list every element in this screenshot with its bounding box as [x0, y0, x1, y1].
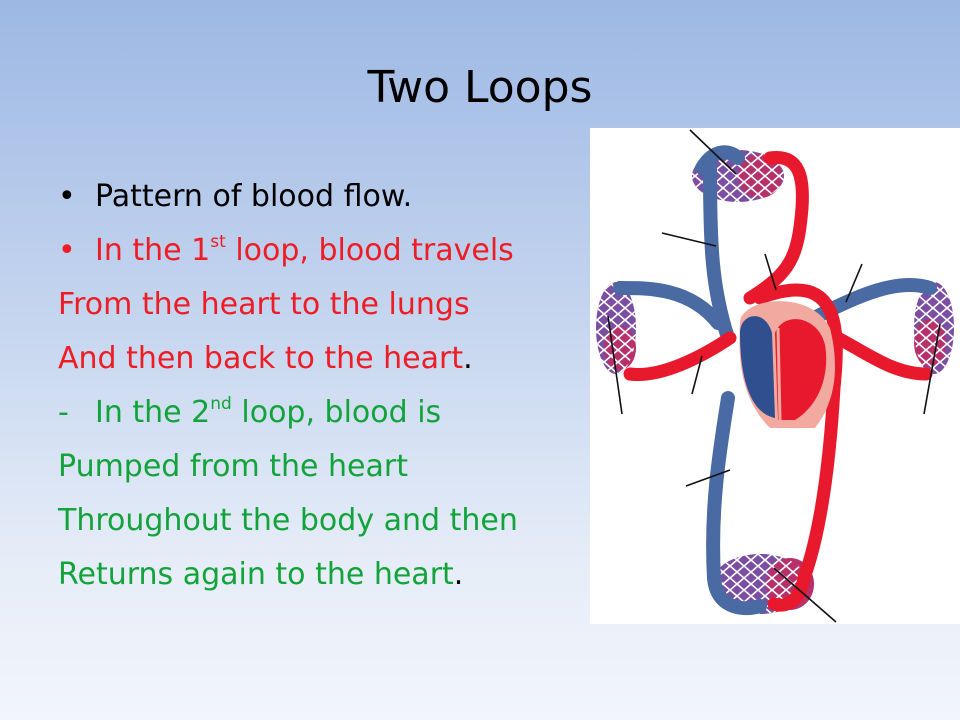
period: . — [453, 557, 464, 592]
period: . — [463, 341, 473, 376]
capillary-bed-right — [914, 282, 954, 374]
ordinal-suffix: st — [210, 232, 226, 252]
dash-marker: - — [58, 395, 69, 430]
bullet-marker: • — [58, 179, 76, 214]
text-line-8: Returns again to the heart. — [58, 550, 518, 604]
text-line-3: From the heart to the lungs — [58, 280, 518, 334]
line-text: Returns again to the heart — [58, 557, 454, 592]
line-text-cont: loop, blood is — [231, 395, 442, 430]
line-text: Pattern of blood flow. — [95, 179, 413, 214]
circulatory-system-diagram — [590, 128, 960, 624]
arteries — [623, 151, 933, 612]
bullet-list: • Pattern of blood flow. • In the 1st lo… — [58, 172, 518, 604]
line-text-cont: loop, blood travels — [225, 233, 514, 268]
circulatory-diagram-svg — [596, 129, 954, 623]
line-text: From the heart to the lungs — [58, 287, 470, 322]
bullet-line-2: • In the 1st loop, blood travels — [58, 226, 518, 280]
dash-line-5: - In the 2nd loop, blood is — [58, 388, 518, 442]
text-line-7: Throughout the body and then — [58, 496, 518, 550]
text-line-6: Pumped from the heart — [58, 442, 518, 496]
slide-title: Two Loops — [367, 62, 593, 113]
ordinal-suffix: nd — [210, 394, 232, 414]
bullet-marker: • — [58, 233, 76, 268]
label-pointer-lines — [607, 129, 941, 623]
capillary-bed-left — [596, 282, 636, 374]
text-line-4: And then back to the heart. — [58, 334, 518, 388]
line-text: In the 1 — [95, 233, 211, 268]
line-text: Pumped from the heart — [58, 449, 408, 484]
line-text: And then back to the heart — [58, 341, 464, 376]
line-text: In the 2 — [95, 395, 211, 430]
veins — [613, 145, 937, 616]
line-text: Throughout the body and then — [58, 503, 518, 538]
heart — [739, 301, 835, 428]
bullet-line-1: • Pattern of blood flow. — [58, 172, 518, 226]
